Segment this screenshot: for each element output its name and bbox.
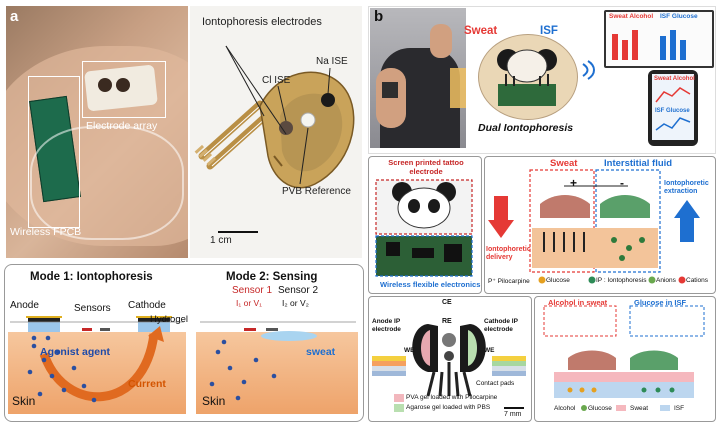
- sensors-label: Sensors: [74, 303, 111, 314]
- electrode-outline-box: [82, 61, 166, 118]
- na-ise-label: Na ISE: [316, 56, 348, 67]
- layout-drawing: [372, 324, 526, 412]
- fluids-panel: [484, 156, 716, 294]
- we-right-label: WE: [484, 347, 495, 354]
- legend-sweat: Sweat: [630, 405, 649, 412]
- minus-sign: -: [620, 176, 624, 190]
- mode1-title: Mode 1: Iontophoresis: [30, 271, 153, 283]
- legend-pilocarpine: P⁺ Pilocarpine: [488, 278, 530, 285]
- skin-label-1: Skin: [12, 394, 36, 408]
- phone-alcohol-label: Sweat Alcohol: [654, 76, 695, 82]
- sensor1-sub: I₁ or V₁: [236, 298, 263, 308]
- legend-cations: Cations: [686, 277, 709, 284]
- person-photo: [370, 8, 466, 148]
- detect-panel: [534, 296, 716, 422]
- phone-screen: [652, 74, 694, 140]
- mode2-title: Mode 2: Sensing: [226, 271, 318, 283]
- legend-alcohol: Alcohol: [554, 405, 576, 412]
- arm-photo: [6, 6, 188, 258]
- top-sweat-label: Sweat: [464, 25, 498, 37]
- sensor1-label: Sensor 1: [232, 285, 273, 296]
- hydrogel-label: Hydrogel: [150, 314, 189, 325]
- panel-a-letter: a: [10, 8, 19, 25]
- current-label: Current: [128, 378, 166, 390]
- contact-pads-label: Contact pads: [476, 380, 515, 387]
- pvb-reference-label: PVB Reference: [282, 186, 351, 197]
- phone-glucose-label: ISF Glucose: [655, 108, 690, 114]
- panel-b-letter: b: [374, 8, 384, 25]
- legend-glucose-detect: Glucose: [588, 405, 612, 412]
- agarose-legend: Agarose gel loaded with PBS: [406, 404, 491, 411]
- result-bars: [612, 30, 686, 60]
- dual-patch-drawing: [497, 49, 557, 106]
- skin-label-2: Skin: [202, 394, 226, 408]
- tattoo-title: Screen printed tattoo electrode: [388, 158, 464, 176]
- sensor2-sub: I₂ or V₂: [282, 298, 309, 308]
- pva-legend: PVA gel loaded with Pilocarpine: [406, 394, 498, 401]
- electrode-array-label: Electrode array: [86, 120, 158, 132]
- re-label: RE: [442, 318, 452, 325]
- plus-sign: +: [570, 176, 578, 190]
- glucose-title: Glucose in ISF: [634, 298, 687, 307]
- legend-glucose-text: Glucose: [546, 277, 570, 284]
- modes-drawing: [8, 316, 358, 414]
- monitor-alcohol-label: Sweat Alcohol: [609, 13, 654, 20]
- monitor-glucose-label: ISF Glucose: [660, 13, 698, 20]
- fluids-sweat-label: Sweat: [550, 158, 578, 169]
- agonist-label: Agonist agent: [40, 346, 110, 358]
- phone-graphs: [655, 87, 691, 131]
- cl-ise-label: Cl ISE: [262, 75, 291, 86]
- legend-isf: ISF: [674, 405, 685, 412]
- anode-ip-label: Anode IP electrode: [372, 318, 401, 333]
- wireless-signal-icon: [582, 60, 595, 80]
- layout-scale-label: 7 mm: [504, 411, 522, 418]
- ce-label: CE: [442, 299, 452, 306]
- wireless-fpcb-label: Wireless FPCB: [10, 226, 82, 238]
- dual-iontophoresis-label: Dual Iontophoresis: [478, 122, 574, 134]
- anode-label: Anode: [10, 300, 39, 311]
- fluids-isf-label: Interstitial fluid: [604, 158, 673, 169]
- result-monitor: [604, 10, 714, 68]
- delivery-label: Iontophoretic delivery: [486, 246, 531, 261]
- scale-bar-label: 1 cm: [210, 235, 232, 246]
- top-isf-label: ISF: [540, 25, 558, 37]
- cathode-label: Cathode: [128, 300, 166, 311]
- tattoo-panda: [375, 179, 473, 277]
- sweat-label: sweat: [306, 346, 336, 358]
- alcohol-title: Alcohol in sweat: [548, 298, 608, 307]
- fpcb-outline-box: [28, 76, 80, 228]
- fluids-drawing: [488, 169, 700, 284]
- electrode-drawing: [194, 45, 355, 233]
- we-left-label: WE: [404, 347, 415, 354]
- legend-iontophoresis: IP : Iontophoresis: [596, 277, 647, 284]
- detect-drawing: [543, 305, 705, 411]
- extraction-label: Iontophoretic extraction: [664, 180, 709, 195]
- tattoo-bottom: Wireless flexible electronics: [380, 280, 481, 289]
- legend-anions: Anions: [656, 277, 676, 284]
- electrodes-title: Iontophoresis electrodes: [202, 16, 322, 28]
- cathode-ip-label: Cathode IP electrode: [484, 318, 518, 333]
- sensor2-label: Sensor 2: [278, 285, 319, 296]
